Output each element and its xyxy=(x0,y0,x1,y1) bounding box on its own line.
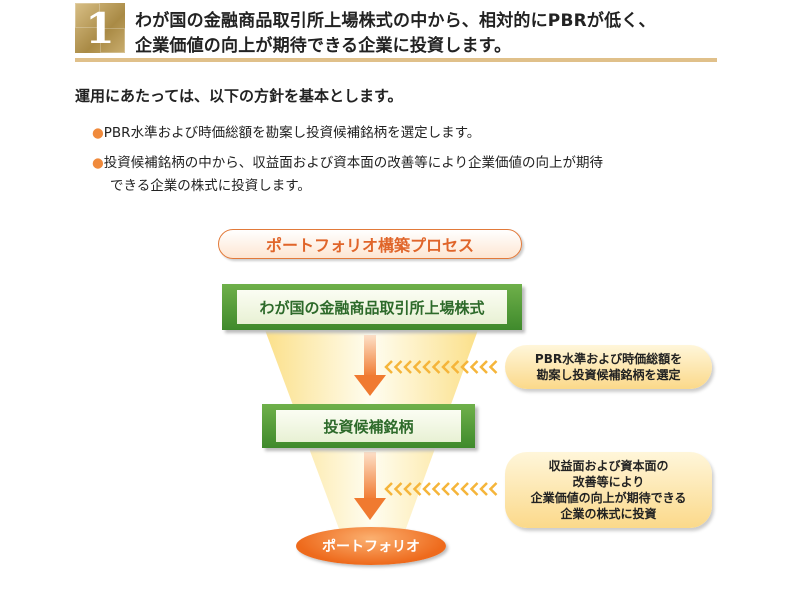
bullet-item: ●PBR水準および時価総額を勘案し投資候補銘柄を選定します。 xyxy=(92,121,480,141)
bullet-text: PBR水準および時価総額を勘案し投資候補銘柄を選定します。 xyxy=(103,125,481,141)
lead-text: 運用にあたっては、以下の方針を基本とします。 xyxy=(75,87,403,105)
chevron-left-icon xyxy=(479,360,488,374)
chevron-left-icon xyxy=(393,482,403,496)
chevron-left-icon xyxy=(469,360,479,374)
chevron-left-icon xyxy=(488,360,498,374)
bullet-dot-icon: ● xyxy=(92,125,104,141)
chevron-left-icon xyxy=(403,482,412,496)
down-arrow-icon xyxy=(354,335,386,396)
note-line: 企業価値の向上が期待できる xyxy=(530,491,687,505)
divider xyxy=(75,58,717,62)
bullet-item: ●投資候補銘柄の中から、収益面および資本面の改善等により企業価値の向上が期待 xyxy=(92,151,603,171)
chevron-left-icon xyxy=(450,360,460,374)
chevron-left-icon xyxy=(450,482,460,496)
chevron-left-icon xyxy=(393,360,403,374)
chevron-left-icon xyxy=(384,482,393,496)
chevron-left-icon xyxy=(412,482,422,496)
stage-listed-stocks: わが国の金融商品取引所上場株式 xyxy=(222,284,522,330)
bullet-dot-icon: ● xyxy=(92,155,104,171)
chevron-left-icon xyxy=(431,482,441,496)
section-number-badge: 1 xyxy=(75,3,125,53)
stage-candidates: 投資候補銘柄 xyxy=(262,404,475,448)
chevron-left-icon xyxy=(488,482,498,496)
bullet-text: 投資候補銘柄の中から、収益面および資本面の改善等により企業価値の向上が期待 xyxy=(103,155,604,171)
title-line-1: わが国の金融商品取引所上場株式の中から、相対的にPBRが低く、 xyxy=(135,11,656,31)
title-line-2: 企業価値の向上が期待できる企業に投資します。 xyxy=(135,36,512,56)
note-line: PBR水準および時価総額を xyxy=(534,351,683,366)
chevron-left-icon xyxy=(431,360,441,374)
chevron-left-icons xyxy=(384,360,498,374)
chevron-left-icon xyxy=(479,482,488,496)
chevron-left-icon xyxy=(422,482,431,496)
stage-label: 投資候補銘柄 xyxy=(276,410,461,442)
chevron-left-icon xyxy=(469,482,479,496)
chevron-left-icon xyxy=(422,360,431,374)
note-line: 企業の株式に投資 xyxy=(560,507,657,522)
chevron-left-icon xyxy=(460,482,469,496)
note-line: 改善等により xyxy=(572,474,645,489)
chevron-left-icon xyxy=(441,482,450,496)
chevron-left-icon xyxy=(460,360,469,374)
badge-number: 1 xyxy=(85,3,115,53)
down-arrow-icon xyxy=(354,452,386,520)
note-investment: 収益面および資本面の 改善等により 企業価値の向上が期待できる 企業の株式に投資 xyxy=(505,452,712,528)
process-title: ポートフォリオ構築プロセス xyxy=(218,229,522,259)
note-line: 勘案し投資候補銘柄を選定 xyxy=(536,368,681,382)
note-line: 収益面および資本面の xyxy=(548,458,669,473)
chevron-left-icon xyxy=(403,360,412,374)
note-selection: PBR水準および時価総額を 勘案し投資候補銘柄を選定 xyxy=(505,345,712,389)
chevron-left-icon xyxy=(384,360,393,374)
chevron-left-icon xyxy=(412,360,422,374)
stage-portfolio: ポートフォリオ xyxy=(296,527,446,565)
bullet-text-continued: できる企業の株式に投資します。 xyxy=(110,178,311,194)
stage-label: わが国の金融商品取引所上場株式 xyxy=(237,290,507,324)
chevron-left-icons xyxy=(384,482,498,496)
chevron-left-icon xyxy=(441,360,450,374)
